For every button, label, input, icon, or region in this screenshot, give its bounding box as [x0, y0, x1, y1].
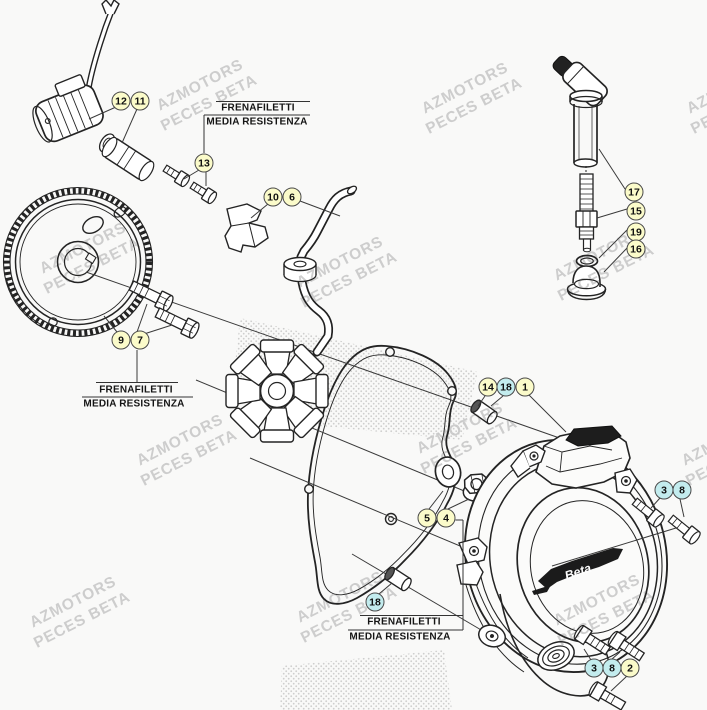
spark-plug: [575, 166, 598, 253]
label-rules: [82, 101, 464, 631]
wire-guide-tube: [283, 185, 358, 357]
callout-14: 14: [478, 377, 498, 397]
spark-plug-cap: [552, 55, 608, 168]
sealing-ring: [575, 254, 599, 268]
pickup-coil: [32, 0, 120, 143]
callout-8: 8: [672, 480, 692, 500]
callout-5: 5: [417, 508, 437, 528]
callout-17: 17: [624, 182, 644, 202]
tube-grommet: [283, 256, 317, 283]
callout-12: 12: [111, 91, 131, 111]
callout-18: 18: [365, 592, 385, 612]
cover-bolts-right: [631, 497, 701, 545]
callout-3: 3: [654, 480, 674, 500]
callout-7: 7: [130, 330, 150, 350]
stator: [225, 339, 329, 443]
callout-15: 15: [626, 201, 646, 221]
screws-13: [162, 164, 218, 205]
crank-washer: [434, 456, 462, 488]
callout-8: 8: [602, 658, 622, 678]
callout-3: 3: [584, 658, 604, 678]
callout-13: 13: [194, 153, 214, 173]
flywheel-bolts: [128, 280, 200, 339]
flywheel: [2, 186, 154, 338]
callout-4: 4: [436, 508, 456, 528]
retaining-bracket: [224, 203, 269, 253]
dowel-bushing-bottom: [384, 566, 412, 592]
callout-16: 16: [626, 239, 646, 259]
callout-9: 9: [111, 330, 131, 350]
callout-1: 1: [515, 377, 535, 397]
bushing-part: [98, 133, 155, 182]
callout-11: 11: [130, 91, 150, 111]
cover-gasket: [304, 344, 458, 605]
callout-10: 10: [263, 187, 283, 207]
callout-2: 2: [620, 658, 640, 678]
rubber-grommet: [566, 265, 607, 301]
dowel-bushing-top: [470, 399, 498, 425]
callout-leader-lines: [88, 106, 685, 692]
callout-6: 6: [282, 187, 302, 207]
cover-bolts-bottom: [573, 624, 646, 710]
callout-18: 18: [496, 377, 516, 397]
